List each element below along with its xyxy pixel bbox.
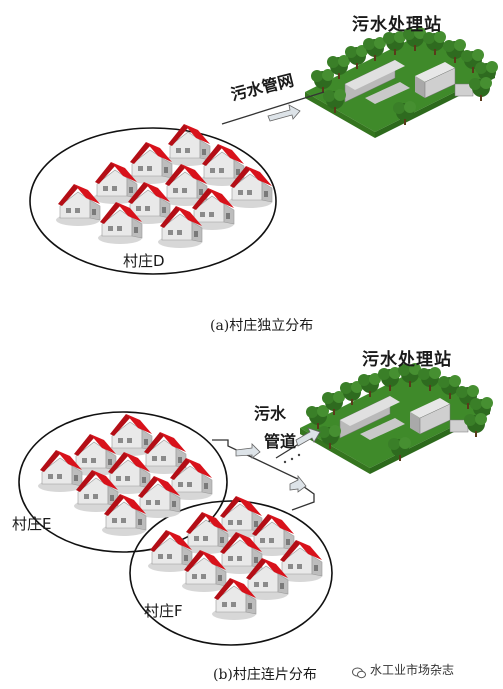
village-label-d: 村庄D bbox=[123, 252, 165, 270]
pipe-label-b-line1: 污水 bbox=[254, 404, 287, 423]
wechat-icon bbox=[352, 664, 366, 678]
village-label-e: 村庄E bbox=[12, 515, 52, 533]
village-f-boundary bbox=[129, 500, 333, 646]
treatment-plant-b bbox=[300, 363, 493, 474]
village-d-houses bbox=[55, 123, 273, 249]
watermark: 水工业市场杂志 bbox=[352, 661, 454, 678]
plant-label-b: 污水处理站 bbox=[362, 350, 452, 370]
plant-label-a: 污水处理站 bbox=[352, 15, 442, 35]
village-d-boundary bbox=[29, 127, 277, 275]
pipe-label-b-line2: 管道 bbox=[264, 432, 297, 451]
pipe-network-arrow-a bbox=[221, 91, 325, 125]
diagram-b bbox=[18, 363, 493, 646]
village-e-houses bbox=[37, 413, 213, 537]
treatment-plant-a bbox=[305, 27, 498, 138]
sewer-pipe-lines-b bbox=[212, 427, 321, 511]
village-label-f: 村庄F bbox=[144, 602, 183, 620]
caption-b: (b)村庄连片分布 bbox=[213, 667, 317, 683]
diagram-a bbox=[29, 27, 498, 275]
village-e-boundary bbox=[18, 411, 228, 553]
caption-a: (a)村庄独立分布 bbox=[210, 318, 314, 334]
watermark-text: 水工业市场杂志 bbox=[370, 663, 455, 677]
